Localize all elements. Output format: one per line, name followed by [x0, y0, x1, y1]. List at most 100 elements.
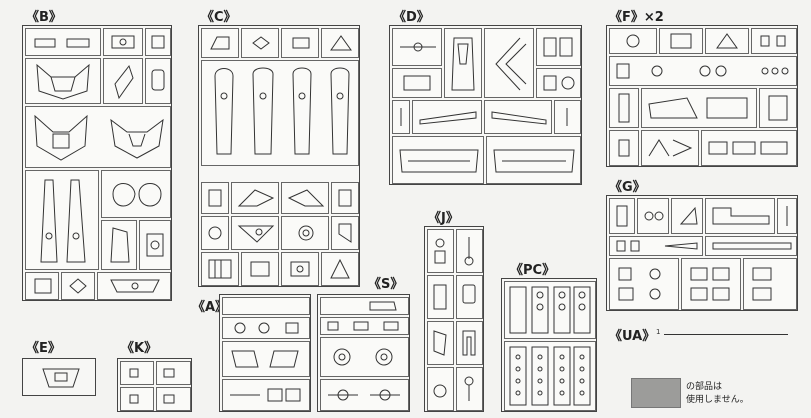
part-drawing	[330, 258, 350, 279]
part-drawing	[648, 97, 748, 119]
part-cell	[145, 58, 171, 104]
part-cell	[701, 130, 797, 166]
part-drawing	[433, 384, 447, 398]
part-cell	[331, 182, 359, 214]
part-drawing	[543, 75, 575, 91]
part-cell	[101, 170, 171, 218]
part-drawing	[292, 37, 310, 49]
part-drawing	[328, 389, 400, 401]
part-drawing	[400, 42, 436, 52]
part-cell	[231, 182, 279, 214]
part-cell	[705, 236, 797, 256]
part-drawing	[151, 69, 165, 91]
part-cell	[103, 28, 143, 56]
frame-j	[424, 226, 484, 412]
frame-label-f: 《F》×2	[609, 10, 664, 25]
part-drawing	[400, 108, 402, 126]
frame-c	[198, 25, 360, 287]
part-cell	[641, 130, 699, 166]
part-drawing	[616, 205, 628, 227]
part-cell	[609, 56, 797, 86]
part-cell	[25, 106, 171, 168]
frame-label-k: 《K》	[121, 341, 158, 356]
part-cell	[222, 341, 310, 377]
part-drawing	[208, 226, 222, 240]
part-drawing	[464, 237, 474, 266]
part-cell	[392, 136, 484, 184]
part-drawing	[760, 35, 786, 47]
part-drawing	[110, 279, 160, 293]
part-cell	[609, 258, 679, 310]
part-ua-rod	[664, 334, 788, 335]
part-drawing	[214, 67, 350, 155]
part-drawing	[462, 330, 476, 356]
part-drawing	[716, 33, 738, 49]
part-drawing	[34, 278, 52, 294]
part-cell	[641, 88, 757, 128]
part-drawing	[399, 149, 479, 173]
part-drawing	[752, 267, 772, 301]
frame-d	[389, 25, 582, 185]
part-drawing	[208, 259, 232, 279]
part-drawing	[36, 63, 90, 100]
part-drawing	[670, 33, 692, 49]
frame-b	[22, 25, 172, 301]
part-drawing	[464, 376, 474, 401]
part-drawing	[491, 111, 547, 125]
frame-g	[606, 195, 798, 311]
part-drawing	[616, 240, 698, 252]
part-cell	[743, 258, 797, 310]
part-drawing	[129, 368, 175, 404]
part-cell	[241, 252, 279, 286]
part-cell	[392, 68, 442, 98]
part-drawing	[433, 330, 447, 356]
part-cell	[504, 341, 596, 411]
part-drawing	[644, 211, 664, 221]
part-drawing	[434, 238, 446, 264]
frame-label-d: 《D》	[393, 10, 430, 25]
part-cell	[201, 216, 229, 250]
part-drawing	[451, 37, 475, 91]
part-drawing	[509, 346, 591, 406]
part-cell	[681, 258, 741, 310]
frame-f	[606, 25, 798, 167]
frame-label-g: 《G》	[609, 180, 646, 195]
legend-note-line1: の部品は	[686, 382, 723, 392]
frame-label-e: 《E》	[26, 341, 61, 356]
part-drawing	[509, 286, 591, 334]
part-drawing	[250, 261, 270, 277]
part-cell	[759, 88, 797, 128]
frame-a	[219, 294, 311, 412]
part-drawing	[786, 206, 788, 226]
part-cell	[97, 272, 171, 300]
part-drawing	[330, 35, 352, 51]
part-drawing	[210, 36, 230, 50]
frame-e	[22, 358, 96, 396]
part-drawing	[230, 388, 301, 402]
part-cell	[61, 272, 95, 300]
part-drawing	[433, 284, 447, 310]
part-cell	[444, 28, 482, 98]
part-drawing	[287, 189, 325, 207]
part-drawing	[110, 118, 164, 159]
part-cell	[201, 252, 239, 286]
part-drawing	[369, 301, 397, 311]
part-drawing	[566, 108, 568, 126]
part-drawing	[618, 93, 630, 123]
part-drawing	[114, 64, 134, 100]
part-drawing	[34, 114, 88, 161]
part-cell	[231, 216, 279, 250]
frame-label-s: 《S》	[368, 277, 404, 292]
part-drawing	[419, 111, 477, 125]
part-cell	[281, 252, 319, 286]
part-cell	[201, 28, 239, 58]
part-cell	[484, 100, 552, 134]
part-cell	[25, 28, 101, 56]
part-drawing	[679, 206, 698, 225]
part-cell	[412, 100, 482, 134]
part-cell	[321, 252, 359, 286]
part-drawing	[338, 189, 352, 207]
frame-pc	[501, 278, 597, 412]
part-cell	[427, 367, 454, 411]
